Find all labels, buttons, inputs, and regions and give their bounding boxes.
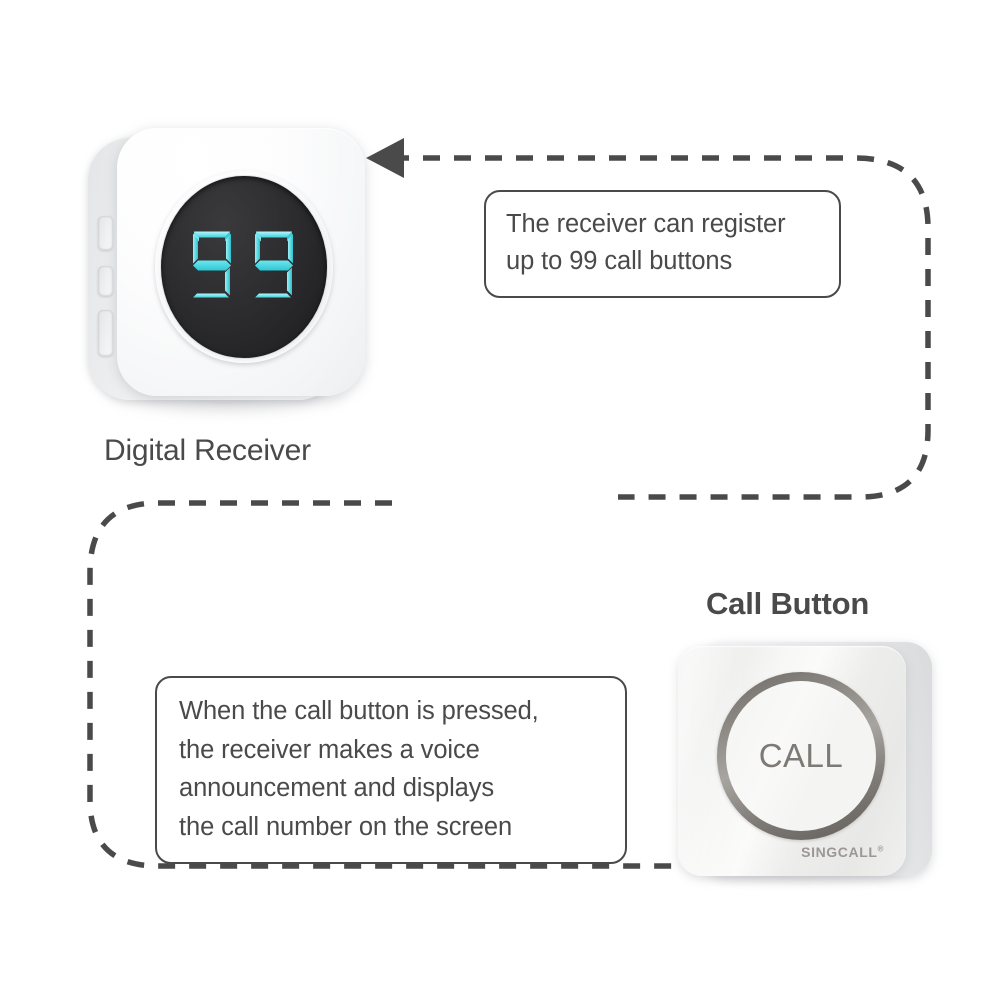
call-button-product: CALL SINGCALL® xyxy=(672,636,940,896)
call-button-caption: Call Button xyxy=(706,586,870,621)
call-button-ring[interactable]: CALL xyxy=(717,672,885,840)
receiver-led-screen xyxy=(161,176,327,358)
call-button-front-face: CALL SINGCALL® xyxy=(678,646,906,876)
digital-receiver-caption: Digital Receiver xyxy=(104,434,311,467)
callout-top-line-1: The receiver can register xyxy=(506,210,786,238)
brand-name: SINGCALL xyxy=(801,844,878,860)
callout-bottom-line-4: the call number on the screen xyxy=(179,812,513,841)
brand-registered-mark: ® xyxy=(877,844,884,854)
callout-call-behaviour: When the call button is pressed, the rec… xyxy=(155,676,627,864)
seven-segment-readout xyxy=(193,231,293,298)
callout-bottom-line-1: When the call button is pressed, xyxy=(179,697,539,725)
digit-glyph-right xyxy=(255,231,293,298)
digital-receiver-product xyxy=(80,124,370,419)
callout-top-line-2: up to 99 call buttons xyxy=(506,247,733,275)
callout-receiver-capacity: The receiver can register up to 99 call … xyxy=(484,190,841,298)
call-button-ring-highlight xyxy=(726,681,876,832)
callout-bottom-line-3: announcement and displays xyxy=(179,774,495,802)
arrowhead-to-receiver xyxy=(366,138,404,178)
callout-bottom-line-2: the receiver makes a voice xyxy=(179,735,480,764)
receiver-side-button-2[interactable] xyxy=(98,266,113,296)
receiver-display-digits xyxy=(161,228,327,307)
call-button-label: CALL xyxy=(758,737,844,775)
call-button-brand-mark: SINGCALL® xyxy=(801,844,884,860)
digit-glyph-left xyxy=(193,231,231,298)
receiver-front-face xyxy=(117,128,365,396)
receiver-side-button-3[interactable] xyxy=(98,310,113,356)
receiver-side-button-1[interactable] xyxy=(98,216,113,250)
